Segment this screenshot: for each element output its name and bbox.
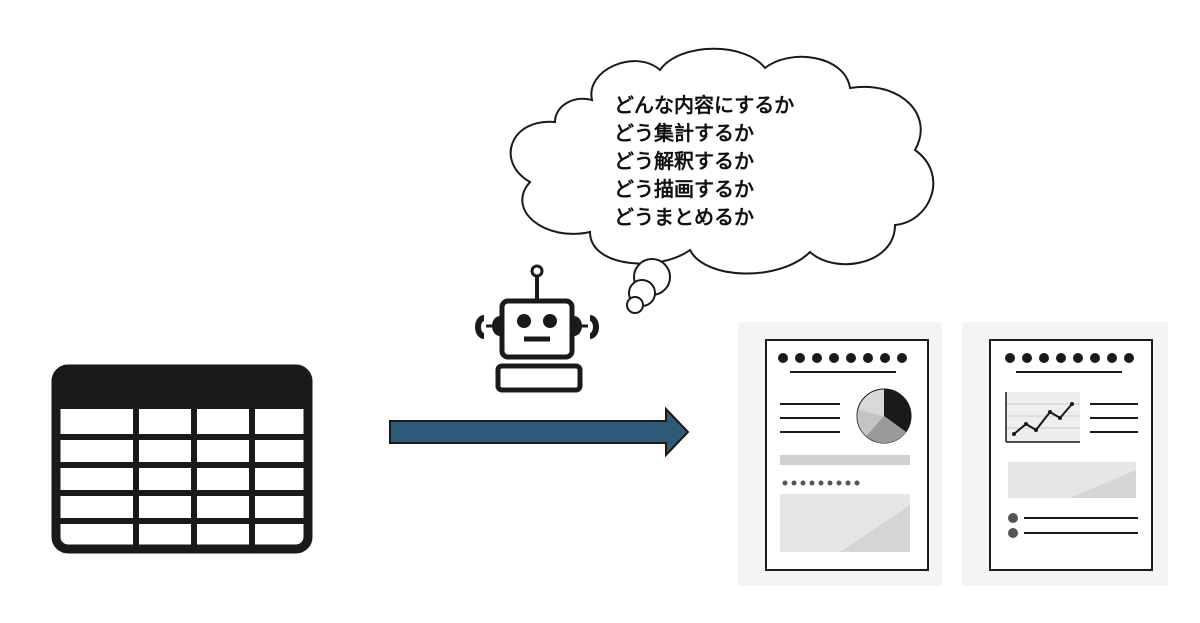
pie-chart-icon [856, 388, 912, 444]
thought-bubble: どんな内容にするか どう集計するか どう解釈するか どう描画するか どうまとめる… [509, 47, 935, 314]
table-icon [51, 364, 313, 554]
bubble-line-2: どう集計するか [614, 121, 754, 145]
report-header-dots [1005, 353, 1134, 363]
bubble-line-5: どうまとめるか [614, 205, 754, 229]
bubble-line-3: どう解釈するか [614, 149, 754, 173]
bubble-line-4: どう描画するか [614, 177, 754, 201]
report-subheading-dots [782, 480, 860, 486]
robot-icon [475, 264, 599, 393]
report-with-line-chart-icon [962, 322, 1168, 586]
line-chart-icon [1005, 392, 1080, 443]
report-header-dots [778, 353, 907, 363]
arrow-right-icon [389, 406, 690, 458]
bubble-line-1: どんな内容にするか [614, 93, 794, 117]
report-with-pie-chart-icon [738, 322, 942, 586]
